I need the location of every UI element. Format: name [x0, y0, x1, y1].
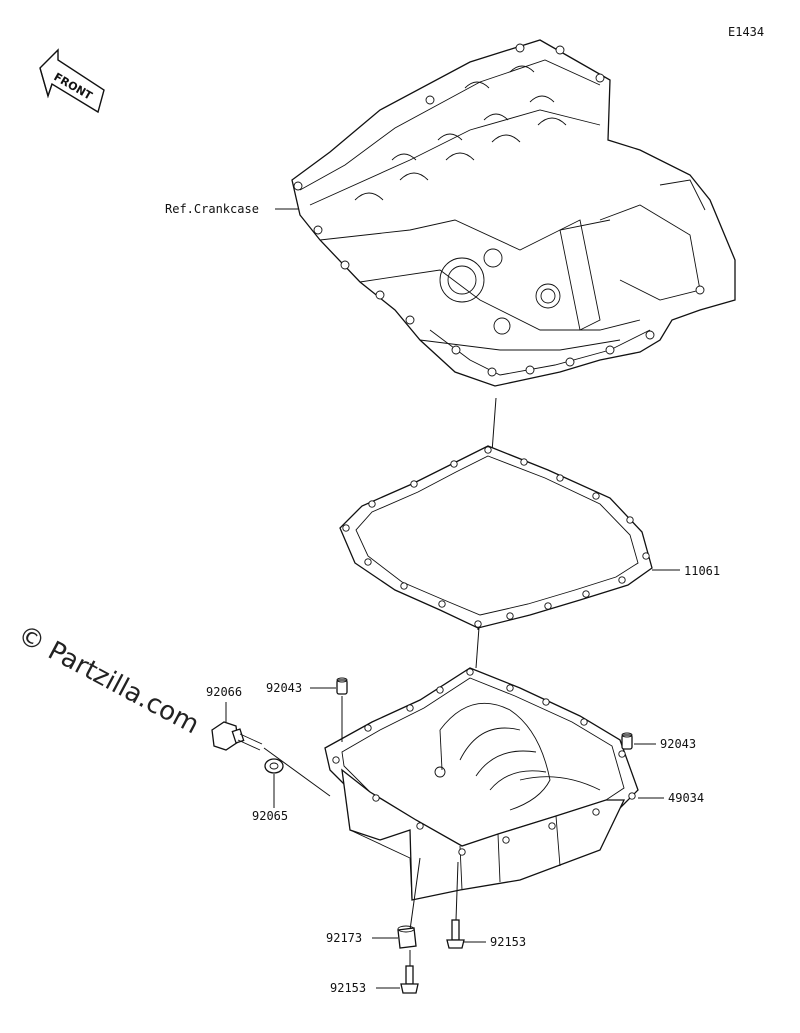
diagram-id: E1434 — [728, 25, 764, 39]
bolt-right-label: 92153 — [490, 935, 526, 949]
drain-bolt — [211, 721, 263, 751]
gasket-label: 11061 — [684, 564, 720, 578]
flange-bolt-right — [446, 919, 465, 949]
partzilla-watermark: © Partzilla.com — [13, 620, 204, 741]
dowel-right-label: 92043 — [660, 737, 696, 751]
nozzle-guide-line — [409, 857, 421, 931]
front-arrow-icon: FRONT — [39, 48, 105, 114]
crankcase-illustration — [291, 39, 736, 387]
drain-guide-line — [263, 747, 331, 797]
dowel-pin-right — [621, 732, 633, 750]
washer-label: 92065 — [252, 809, 288, 823]
bolt-bottom-label: 92153 — [330, 981, 366, 995]
oil-pan-illustration — [324, 667, 639, 901]
drain-bolt-label: 92066 — [206, 685, 242, 699]
dowel-pin-left — [336, 677, 348, 695]
oil-nozzle — [397, 925, 417, 949]
dowel-left-label: 92043 — [266, 681, 302, 695]
oil-pan-label: 49034 — [668, 791, 704, 805]
nozzle-label: 92173 — [326, 931, 362, 945]
drain-washer — [264, 758, 284, 774]
bolt-right-guide-line — [455, 861, 459, 921]
crankcase-label: Ref.Crankcase — [165, 202, 259, 216]
oil-pan-gasket — [339, 445, 653, 629]
flange-bolt-bottom — [400, 965, 419, 994]
